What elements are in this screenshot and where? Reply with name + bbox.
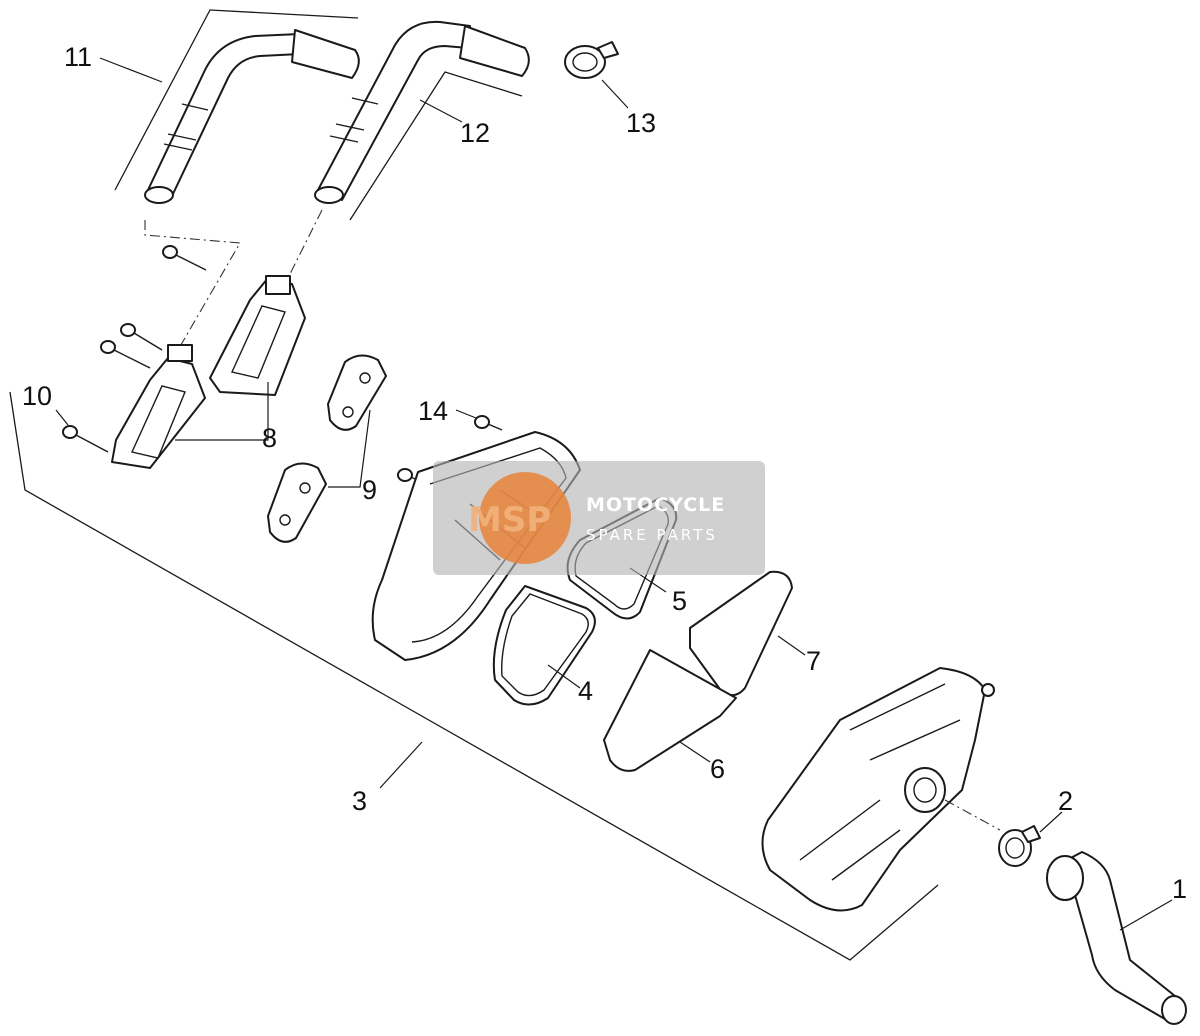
- callout-14: 14: [418, 396, 448, 426]
- watermark-logo-icon: [479, 472, 571, 564]
- gasket-4[interactable]: [492, 585, 596, 706]
- leader-1: [1119, 899, 1173, 931]
- leader-8: [175, 382, 269, 441]
- callout-7: 7: [806, 646, 821, 676]
- hose-11[interactable]: [144, 29, 360, 204]
- screw-upper[interactable]: [162, 245, 207, 271]
- callout-1: 1: [1172, 874, 1187, 904]
- airbox-body[interactable]: [761, 667, 995, 912]
- callout-13: 13: [626, 108, 656, 138]
- group-frame-main: [9, 391, 939, 961]
- assembly-line-upper: [144, 220, 241, 351]
- callout-12: 12: [460, 118, 490, 148]
- hose-12[interactable]: [314, 20, 530, 204]
- callout-5: 5: [672, 586, 687, 616]
- watermark-logo: MSP: [468, 500, 551, 540]
- callout-9: 9: [362, 475, 377, 505]
- valve-housing-8-upper[interactable]: [209, 275, 306, 396]
- leader-6: [679, 741, 711, 763]
- group-frame-hose-11: [114, 9, 359, 191]
- filter-element-7[interactable]: [689, 570, 793, 697]
- callout-6: 6: [710, 754, 725, 784]
- leader-9: [328, 409, 371, 488]
- leader-10: [55, 409, 69, 426]
- leader-14: [455, 409, 477, 419]
- filter-element-6[interactable]: [603, 649, 737, 772]
- assembly-line-lower: [944, 799, 1001, 831]
- callout-2: 2: [1058, 786, 1073, 816]
- leader-7: [777, 635, 806, 656]
- leader-13: [601, 79, 629, 109]
- callout-8: 8: [262, 423, 277, 453]
- leader-2: [1039, 811, 1063, 833]
- screw-14-a[interactable]: [474, 415, 503, 431]
- valve-housing-8-lower[interactable]: [111, 344, 206, 469]
- screw-middle-a[interactable]: [120, 323, 163, 351]
- hose-clamp-13[interactable]: [564, 41, 619, 79]
- watermark-line1: MOTOCYCLE: [586, 494, 725, 516]
- callout-11: 11: [64, 42, 92, 72]
- intake-hose-1[interactable]: [1046, 851, 1187, 1025]
- callout-10: 10: [22, 381, 52, 411]
- filter-pad-9-lower[interactable]: [267, 462, 327, 543]
- leader-3: [379, 741, 423, 789]
- leader-11: [99, 57, 163, 83]
- leader-4: [547, 664, 581, 689]
- callout-3: 3: [352, 786, 367, 816]
- watermark: MSP MOTOCYCLE SPARE PARTS: [433, 461, 765, 575]
- hose-clamp-2[interactable]: [998, 825, 1041, 867]
- group-frame-hose-12: [349, 71, 523, 221]
- screw-middle-b[interactable]: [100, 340, 151, 369]
- screw-10[interactable]: [62, 425, 109, 453]
- callout-4: 4: [578, 676, 593, 706]
- watermark-line2: SPARE PARTS: [586, 526, 718, 544]
- leader-12: [419, 99, 463, 123]
- filter-pad-9-upper[interactable]: [327, 354, 387, 431]
